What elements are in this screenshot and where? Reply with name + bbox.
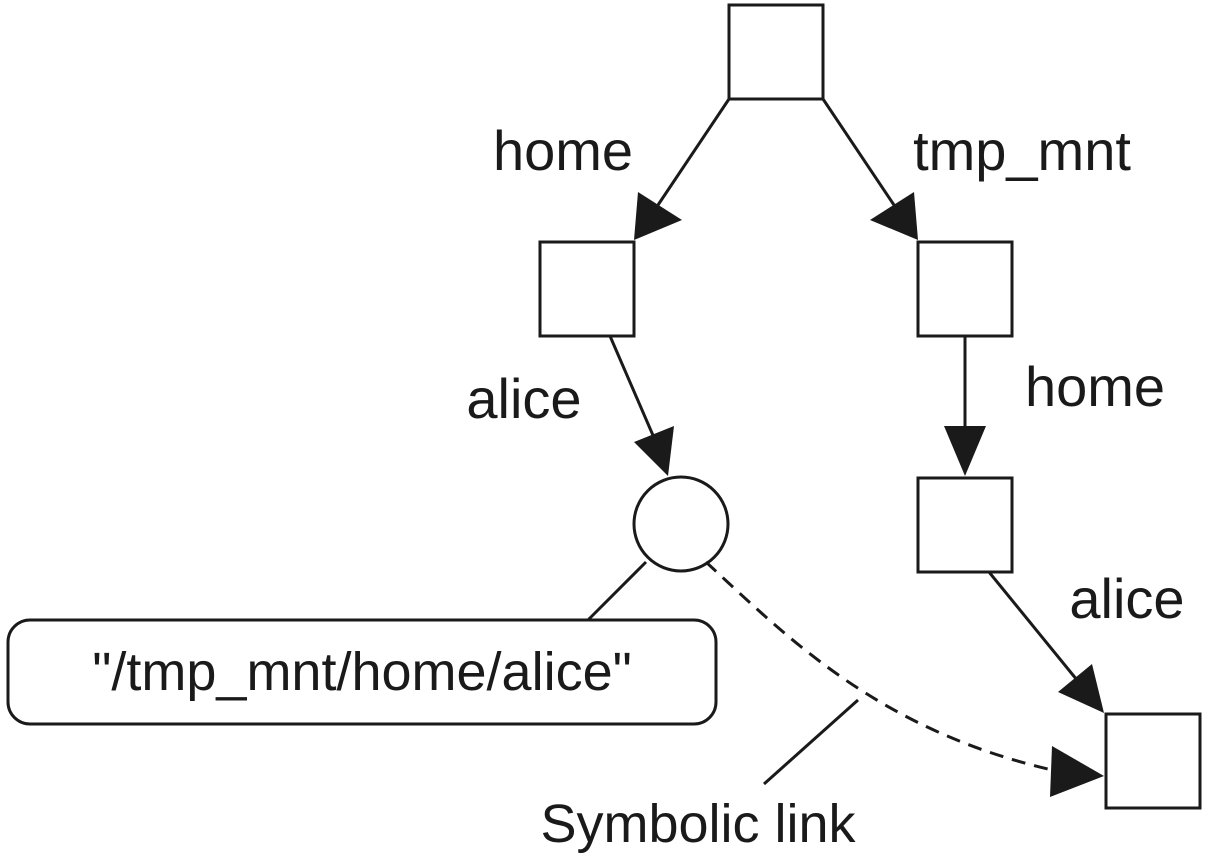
edge-label-alice-2: alice — [1069, 567, 1184, 630]
arrowhead — [870, 192, 918, 240]
arrowhead — [634, 192, 682, 240]
edge-root-tmp-mnt — [821, 98, 918, 240]
arrowhead — [1050, 746, 1104, 797]
node-tmp-mnt-dir — [916, 240, 1014, 338]
edge-label-alice: alice — [466, 367, 581, 430]
edge-home-alice — [608, 335, 674, 476]
symbolic-link-edge — [704, 560, 1104, 797]
node-tmp-mnt-home-alice-dir — [1104, 712, 1202, 810]
caption-leader-line — [763, 698, 859, 786]
node-alice-symlink — [632, 475, 730, 573]
symlink-target-box — [6, 618, 718, 726]
edge-label-home: home — [493, 119, 633, 182]
edge-tmp-mnt-home-alice — [987, 571, 1104, 713]
node-tmp-mnt-home-dir — [916, 476, 1014, 574]
arrowhead — [1058, 664, 1104, 713]
edge-tmp-mnt-home — [944, 336, 986, 476]
node-root — [727, 3, 825, 101]
arrowhead — [944, 426, 986, 476]
edge-label-home-2: home — [1025, 355, 1165, 418]
edge-root-home — [634, 98, 731, 240]
edge-label-tmp-mnt: tmp_mnt — [913, 119, 1131, 182]
target-leader-line — [584, 560, 648, 624]
arrowhead — [634, 426, 674, 476]
node-home-dir — [538, 240, 636, 338]
symlink-target-text: "/tmp_mnt/home/alice" — [92, 642, 632, 702]
symlink-caption: Symbolic link — [540, 794, 856, 854]
